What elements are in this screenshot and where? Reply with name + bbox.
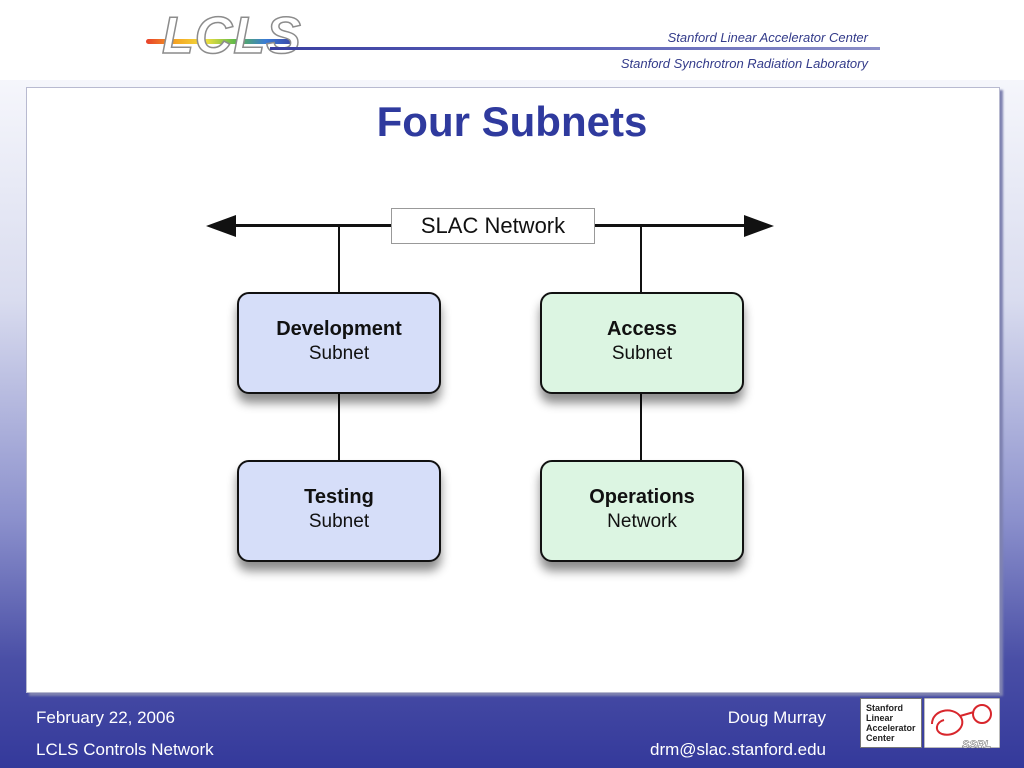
footer-email: drm@slac.stanford.edu [649, 740, 826, 759]
connector-testing [338, 392, 340, 460]
node-subtitle: Subnet [611, 343, 673, 364]
ssrl-logo-text: SSRL [962, 739, 992, 752]
slac-network-label: SLAC Network [391, 208, 595, 244]
node-operations-network: Operations Network [540, 460, 744, 562]
node-testing-subnet: Testing Subnet [237, 460, 441, 562]
slide-panel [26, 87, 1000, 693]
node-title: Operations [589, 486, 695, 508]
slac-logo-line: Accelerator [866, 723, 916, 733]
node-title: Testing [304, 486, 374, 508]
slide-title: Four Subnets [376, 98, 648, 145]
node-access-subnet: Access Subnet [540, 292, 744, 394]
node-development-subnet: Development Subnet [237, 292, 441, 394]
logo-swoosh [146, 39, 296, 44]
node-title: Access [606, 318, 678, 340]
footer-project: LCLS Controls Network [36, 740, 214, 759]
slac-logo: Stanford Linear Accelerator Center [860, 698, 922, 748]
ssrl-logo-icon [924, 698, 1000, 748]
slac-logo-line: Stanford [866, 703, 903, 713]
node-subtitle: Network [607, 511, 677, 532]
connector-operations [640, 392, 642, 460]
arrow-right-icon [744, 215, 774, 237]
institution-slac: Stanford Linear Accelerator Center [667, 30, 868, 45]
lcls-logo: LCLS [161, 7, 302, 65]
node-subtitle: Subnet [308, 511, 370, 532]
connector-development [338, 226, 340, 292]
footer-author: Doug Murray [727, 708, 826, 727]
arrow-left-icon [206, 215, 236, 237]
slac-logo-line: Linear [866, 713, 894, 723]
connector-access [640, 226, 642, 292]
node-subtitle: Subnet [308, 343, 370, 364]
institution-ssrl: Stanford Synchrotron Radiation Laborator… [620, 56, 868, 71]
header-bar: LCLS Stanford Linear Accelerator Center … [0, 0, 1024, 80]
node-title: Development [276, 318, 402, 340]
slac-logo-line: Center [866, 733, 895, 743]
footer-date: February 22, 2006 [36, 708, 175, 727]
header-divider [270, 47, 880, 50]
